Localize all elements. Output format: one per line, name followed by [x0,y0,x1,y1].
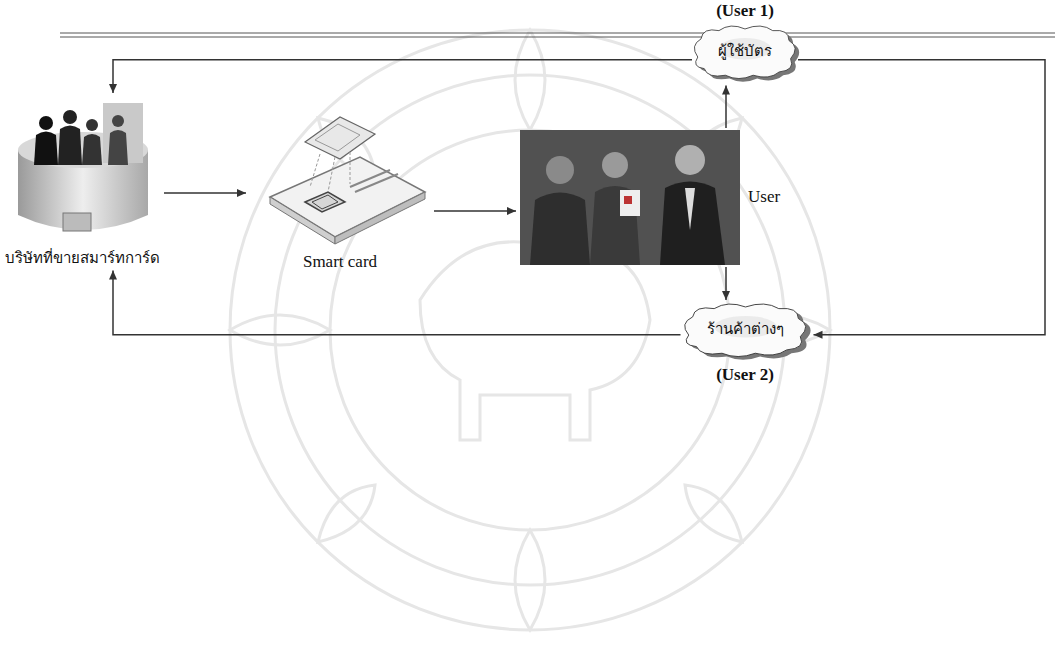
cloud-label: ผู้ใช้บัตร [718,42,772,62]
cloud-node: ร้านค้าต่างๆ (User 2) [677,302,814,386]
flow-arrow [725,86,727,128]
cloud-label: ร้านค้าต่างๆ [707,320,784,340]
flow-arrow [798,60,1045,335]
flow-arrow [725,267,727,300]
user-tag: (User 1) [716,0,774,22]
flow-arrow [164,192,246,194]
illustration [8,95,158,245]
company-node: บริษัทที่ขายสมาร์ทการ์ด [5,95,160,269]
node-label: Smart card [303,251,377,273]
cloud-shape: ร้านค้าต่างๆ [677,302,814,362]
flow-arrow [113,271,681,335]
node-label: บริษัทที่ขายสมาร์ทการ์ด [5,249,160,269]
cloud-node: (User 1) ผู้ใช้บัตร [688,0,802,84]
user-tag: (User 2) [716,364,774,386]
flow-arrow [434,210,516,212]
photo [520,130,740,265]
flow-arrow [113,60,692,93]
smartcard-node: Smart card [250,112,430,273]
node-label: User [748,186,780,208]
user-node: User [520,130,780,265]
cloud-shape: ผู้ใช้บัตร [688,24,802,84]
illustration [250,112,430,247]
